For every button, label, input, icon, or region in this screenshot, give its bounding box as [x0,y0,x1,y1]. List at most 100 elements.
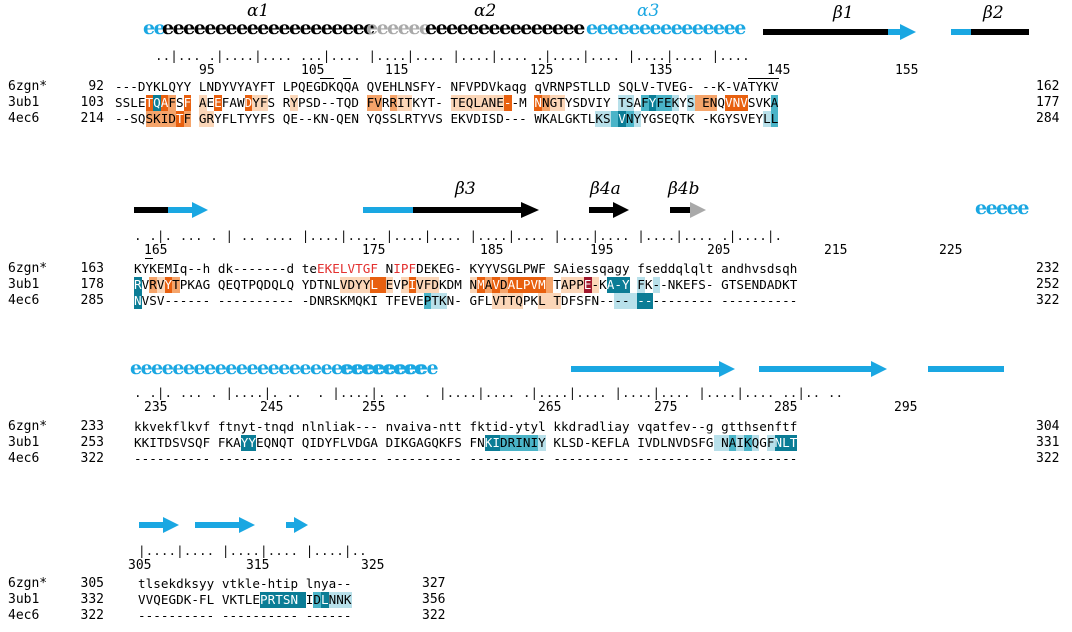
residue: d [286,261,295,276]
residue: t [248,419,256,434]
residue: - [725,79,733,94]
tick-number: 235 [144,400,168,415]
residue: d [286,419,295,434]
residue: T [286,435,295,450]
helix-a2: eeeeeeeeeeeeeee [425,17,585,39]
residue: - [637,451,645,466]
residue: A [484,277,493,293]
residue: - [648,79,657,94]
row-start: 163 [80,261,104,276]
residue: D [244,95,253,111]
residue: K [484,435,493,451]
residue: v [195,419,203,434]
residue: T [450,95,459,111]
residue: S [572,95,581,110]
residue: a [614,419,622,434]
ruler-block-1: ..|... .|....|.... ...|.... |....|.... |… [155,48,750,63]
residue: l [324,419,333,434]
row-end: 322 [1036,451,1060,466]
residue: N [534,95,542,111]
residue: - [195,261,203,276]
residue: T [156,435,165,450]
residue: N [290,592,299,608]
residue: K [709,111,718,126]
residue: E [305,79,314,94]
residue: P [298,95,306,110]
residue: V [488,79,497,94]
residue: v [751,261,760,276]
residue: - [576,451,584,466]
residue: - [286,293,295,308]
row-end: 356 [422,592,446,607]
residue: - [637,293,645,309]
residue-gap [545,277,554,293]
residue: V [427,111,436,126]
residue: S [698,277,706,292]
residue: N [557,79,565,94]
residue-gap [714,277,722,293]
residue: Y [240,435,249,451]
residue: - [298,111,306,126]
residue: - [202,293,211,308]
residue: - [263,261,272,276]
residue: l [683,261,691,276]
underline-mark [748,78,772,79]
residue: - [782,293,790,308]
residue: W [534,111,542,126]
tick-number: 225 [939,243,963,258]
residue: E [252,592,260,607]
residue: D [347,277,356,293]
residue: - [305,608,314,623]
row-start: 332 [80,592,104,607]
residue: P [179,277,188,292]
residue: L [595,79,603,94]
residue: E [496,95,504,111]
tick-number: 185 [480,243,504,258]
residue: N [324,277,333,292]
residue: D [351,95,359,110]
residue: h [267,576,276,591]
residue: E [381,79,390,94]
residue: V [492,261,500,276]
residue: T [237,592,245,607]
residue: a [606,261,615,276]
residue-gap [714,419,722,435]
residue: Y [221,79,230,94]
residue: - [385,451,394,466]
residue: K [686,111,695,126]
residue: g [705,419,714,434]
residue: F [698,435,706,450]
residue: N [774,435,783,451]
residue: f [217,419,226,434]
residue: K [343,592,352,608]
residue: Q [282,111,291,126]
residue: L [557,111,565,126]
residue: t [484,419,493,434]
residue: q [644,419,653,434]
residue: D [214,79,222,94]
residue: - [705,277,714,292]
ruler-block-2: . .|. ... . | .. .... |....|.... |....|.… [134,228,783,243]
residue: K [675,277,683,292]
residue: - [511,111,520,126]
residue: S [603,111,611,127]
row-end: 322 [422,608,446,623]
residue: F [469,435,478,450]
residue: L [515,261,523,276]
residue: V [408,293,417,308]
residue: n [233,419,241,434]
residue: v [221,576,230,591]
residue: L [339,261,348,276]
residue: D [561,293,569,308]
residue: - [591,451,600,466]
residue: E [583,277,592,293]
residue: R [549,79,558,94]
residue: d [736,261,744,276]
residue: q [690,261,699,276]
underline-mark [771,78,779,79]
residue: Y [145,79,154,94]
label-b3: β3 [455,179,476,199]
label-b1: β1 [833,3,854,23]
residue: l [244,576,253,591]
